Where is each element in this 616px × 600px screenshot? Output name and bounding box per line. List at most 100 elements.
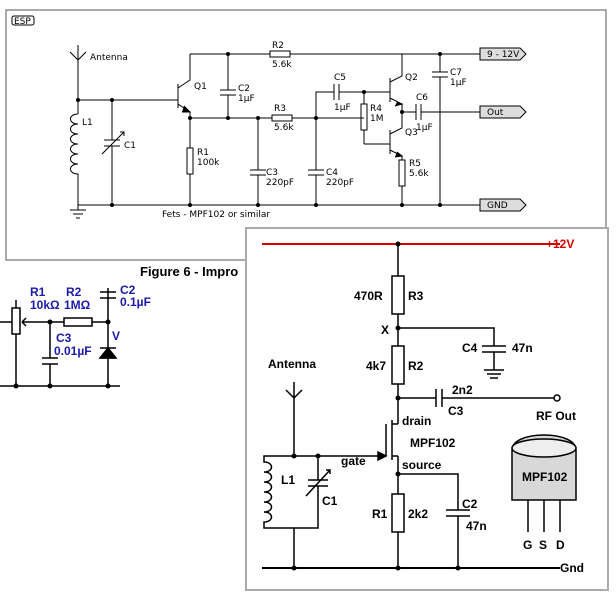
top-c4-label: C4 bbox=[326, 168, 338, 178]
top-note: Fets - MPF102 or similar bbox=[162, 210, 270, 220]
left-c2-label: C2 bbox=[120, 283, 136, 297]
left-r1-label: R1 bbox=[30, 285, 46, 299]
main-circuit bbox=[262, 241, 577, 571]
capacitor-c3-top bbox=[250, 118, 266, 205]
left-c2-value: 0.1µF bbox=[120, 295, 151, 309]
main-r1-label: R1 bbox=[372, 507, 388, 521]
main-rf-out-label: RF Out bbox=[536, 409, 576, 423]
q3-fet bbox=[364, 112, 403, 160]
resistor-r1-top bbox=[186, 147, 194, 175]
top-c5-label: C5 bbox=[334, 73, 346, 83]
mpf102-pin-d: D bbox=[556, 538, 565, 552]
main-gnd-label: Gnd bbox=[560, 561, 584, 575]
left-v-label: V bbox=[112, 329, 120, 343]
top-antenna-label: Antenna bbox=[90, 53, 128, 63]
main-c4-capacitor bbox=[398, 327, 506, 379]
top-r5-value: 5.6k bbox=[409, 169, 429, 179]
main-r2-value: 4k7 bbox=[366, 359, 386, 373]
main-r2-label: R2 bbox=[408, 359, 424, 373]
top-c2-value: 1µF bbox=[238, 94, 255, 104]
main-r2-resistor bbox=[391, 345, 405, 385]
main-x-label: X bbox=[381, 323, 389, 337]
top-c3-value: 220pF bbox=[266, 178, 294, 188]
capacitor-c7-top bbox=[432, 54, 448, 205]
top-r2-label: R2 bbox=[272, 41, 284, 51]
main-antenna bbox=[285, 382, 360, 457]
main-l1-label: L1 bbox=[281, 473, 295, 487]
top-r1-label: R1 bbox=[197, 148, 209, 158]
main-c2-label: C2 bbox=[462, 497, 478, 511]
left-r2-label: R2 bbox=[66, 285, 82, 299]
main-c2-value: 47n bbox=[466, 519, 487, 533]
terminal-out bbox=[479, 105, 527, 119]
main-fet-label: MPF102 bbox=[410, 436, 456, 450]
figure-caption: Figure 6 - Impro bbox=[140, 264, 238, 279]
main-coil-l1 bbox=[263, 455, 295, 568]
capacitor-c1 bbox=[78, 99, 125, 205]
top-c4-value: 220pF bbox=[326, 178, 354, 188]
left-c3-label: C3 bbox=[56, 331, 72, 345]
main-gate-label: gate bbox=[341, 454, 366, 468]
left-junctions bbox=[13, 319, 111, 389]
resistor-r2-top bbox=[269, 50, 291, 58]
terminal-gnd bbox=[479, 198, 527, 212]
left-c3-value: 0.01µF bbox=[54, 344, 92, 358]
mpf102-pins bbox=[527, 500, 561, 532]
resistor-r5-top bbox=[398, 159, 406, 187]
top-circuit bbox=[5, 9, 607, 261]
main-drain-label: drain bbox=[402, 414, 431, 428]
main-source-label: source bbox=[402, 458, 442, 472]
esp-logo bbox=[11, 15, 35, 26]
main-c4-label: C4 bbox=[462, 341, 478, 355]
left-r1-resistor bbox=[11, 307, 21, 335]
left-varactor-fill bbox=[98, 346, 118, 359]
capacitor-c2-top bbox=[220, 54, 236, 118]
main-c3-capacitor bbox=[398, 389, 554, 407]
main-r3-label: R3 bbox=[408, 289, 424, 303]
rf-out-terminal bbox=[553, 394, 561, 402]
left-r2-resistor bbox=[63, 317, 93, 327]
top-r4-label: R4 bbox=[370, 104, 382, 114]
esp-logo-text: ESP bbox=[14, 17, 31, 27]
top-c5-value: 1µF bbox=[334, 103, 351, 113]
q2-arrow bbox=[394, 101, 404, 107]
mpf102-pin-g: G bbox=[523, 538, 532, 552]
terminal-supply-label: 9 - 12V bbox=[487, 50, 520, 60]
main-r3-value: 470R bbox=[354, 289, 383, 303]
main-junctions bbox=[291, 241, 461, 571]
q1-arrow bbox=[182, 105, 192, 113]
main-gate-arrow bbox=[377, 450, 388, 462]
resistor-r3-top bbox=[271, 114, 293, 122]
q3-arrow bbox=[394, 151, 404, 158]
main-c2-capacitor bbox=[397, 470, 470, 568]
resistor-r4-top bbox=[360, 103, 368, 131]
antenna-symbol bbox=[69, 45, 87, 100]
main-antenna-label: Antenna bbox=[268, 357, 316, 371]
top-r5-label: R5 bbox=[409, 159, 421, 169]
capacitor-c6-top bbox=[402, 104, 480, 120]
top-r3-value: 5.6k bbox=[274, 123, 294, 133]
mpf102-package-top bbox=[511, 438, 577, 458]
top-c2-label: C2 bbox=[238, 84, 250, 94]
main-c3-value: 2n2 bbox=[452, 383, 473, 397]
top-r4-value: 1M bbox=[370, 114, 384, 124]
main-supply-label: +12V bbox=[546, 237, 574, 251]
top-q2-label: Q2 bbox=[405, 73, 418, 83]
main-panel bbox=[245, 227, 609, 591]
ground-symbol bbox=[70, 205, 86, 219]
top-c6-label: C6 bbox=[416, 93, 428, 103]
top-c3-label: C3 bbox=[266, 168, 278, 178]
top-r1-value: 100k bbox=[197, 158, 220, 168]
coil-l1 bbox=[70, 100, 79, 205]
top-c7-value: 1µF bbox=[450, 78, 467, 88]
top-q1-label: Q1 bbox=[194, 82, 207, 92]
mpf102-pin-s: S bbox=[539, 538, 547, 552]
main-r3-resistor bbox=[391, 275, 405, 315]
main-c4-value: 47n bbox=[512, 341, 533, 355]
left-circuit bbox=[0, 288, 120, 389]
top-r3-label: R3 bbox=[274, 104, 286, 114]
top-c7-label: C7 bbox=[450, 68, 462, 78]
left-c3-capacitor bbox=[42, 322, 58, 386]
left-r1-wiper bbox=[21, 317, 32, 327]
